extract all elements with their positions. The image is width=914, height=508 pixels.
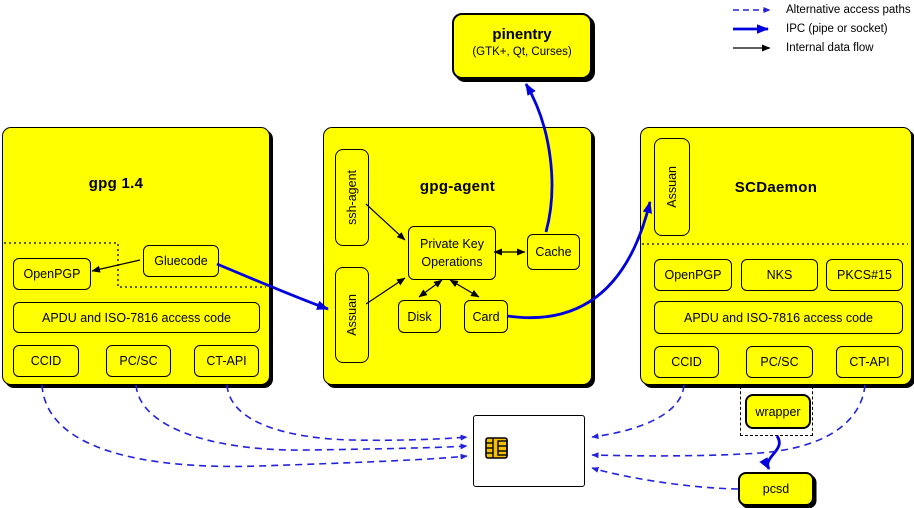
scdaemon-nks-label: NKS	[766, 268, 793, 282]
gpg14-apdu-label: APDU and ISO-7816 access code	[42, 310, 231, 325]
alt-scdaemon-ctapi-to-card	[591, 384, 866, 459]
legend-internal-data-flow: Internal data flow	[786, 42, 874, 54]
alt-scdaemon-ccid-to-card	[591, 384, 685, 440]
pko-line1: Private Key	[420, 236, 484, 251]
gpgagent-title: gpg-agent	[419, 178, 496, 195]
gpg14-gluecode-label: Gluecode	[154, 254, 208, 268]
gpgagent-sshagent-box: ssh-agent	[335, 149, 369, 246]
gpgagent-assuan-label: Assuan	[345, 294, 359, 336]
gpg14-openpgp-label: OpenPGP	[23, 267, 81, 281]
scdaemon-ccid-box: CCID	[654, 346, 719, 378]
gpg14-openpgp-box: OpenPGP	[13, 258, 91, 290]
smartcard-chip-icon	[485, 437, 508, 459]
gpgagent-cache-label: Cache	[535, 245, 572, 259]
scdaemon-ctapi-box: CT-API	[836, 346, 903, 378]
gpg14-ccid-label: CCID	[30, 354, 62, 368]
alt-gpg14-ccid-to-card	[41, 384, 468, 468]
scdaemon-assuan-label: Assuan	[665, 166, 679, 208]
scdaemon-ctapi-label: CT-API	[849, 355, 890, 369]
gpgagent-cache-box: Cache	[527, 234, 580, 270]
wrapper-label: wrapper	[755, 404, 801, 419]
gpgagent-sshagent-label: ssh-agent	[345, 170, 359, 225]
gpgagent-assuan-box: Assuan	[335, 267, 369, 363]
gpg14-ctapi-box: CT-API	[194, 345, 259, 377]
pcsd-label: pcsd	[762, 482, 790, 496]
scdaemon-box: SCDaemon Assuan OpenPGP NKS PKCS#15 APDU…	[640, 127, 912, 385]
scdaemon-assuan-box: Assuan	[654, 138, 690, 236]
gpg14-pcsc-label: PC/SC	[119, 354, 158, 368]
scdaemon-pcsc-label: PC/SC	[760, 355, 799, 369]
pcsd-box: pcsd	[738, 472, 814, 506]
scdaemon-openpgp-box: OpenPGP	[654, 259, 732, 291]
gpgagent-private-key-operations-box: Private Key Operations	[408, 226, 496, 280]
scdaemon-pkcs15-label: PKCS#15	[837, 268, 892, 282]
scdaemon-apdu-box: APDU and ISO-7816 access code	[654, 301, 903, 334]
gpg14-box: gpg 1.4 OpenPGP Gluecode APDU and ISO-78…	[2, 127, 270, 385]
gpgagent-disk-label: Disk	[407, 309, 432, 324]
alt-gpg14-pcsc-to-card	[135, 384, 468, 451]
gpg14-gluecode-box: Gluecode	[143, 245, 219, 277]
ipc-wrapper-to-pcsd	[759, 435, 781, 470]
legend-ipc: IPC (pipe or socket)	[786, 23, 888, 35]
gpg14-pcsc-box: PC/SC	[106, 345, 171, 377]
gpgagent-card-label: Card	[472, 309, 500, 324]
gpg14-ctapi-label: CT-API	[206, 354, 247, 368]
pko-line2: Operations	[421, 255, 483, 269]
scdaemon-title: SCDaemon	[734, 179, 818, 196]
gpg14-title: gpg 1.4	[88, 175, 144, 192]
scdaemon-pkcs15-box: PKCS#15	[826, 259, 903, 291]
alt-gpg14-ctapi-to-card	[226, 384, 468, 442]
gpgagent-card-box: Card	[464, 300, 508, 333]
gpgagent-disk-box: Disk	[398, 300, 441, 333]
scdaemon-nks-box: NKS	[741, 259, 818, 291]
wrapper-box: wrapper	[745, 394, 811, 429]
scdaemon-pcsc-box: PC/SC	[746, 346, 813, 378]
scdaemon-openpgp-label: OpenPGP	[664, 268, 722, 282]
scdaemon-ccid-label: CCID	[671, 355, 702, 369]
scdaemon-apdu-label: APDU and ISO-7816 access code	[684, 310, 873, 325]
smartcard	[473, 415, 585, 487]
gpgagent-box: gpg-agent ssh-agent Assuan Private Key O…	[323, 127, 592, 385]
pinentry-subtitle: (GTK+, Qt, Curses)	[472, 46, 572, 58]
pinentry-title: pinentry	[492, 26, 552, 43]
alt-pcsd-to-card	[591, 466, 739, 490]
legend-alternative-access-paths: Alternative access paths	[786, 4, 911, 16]
gpg14-ccid-box: CCID	[13, 345, 79, 377]
pinentry-box: pinentry (GTK+, Qt, Curses)	[452, 13, 592, 79]
gpg14-apdu-box: APDU and ISO-7816 access code	[13, 302, 260, 333]
